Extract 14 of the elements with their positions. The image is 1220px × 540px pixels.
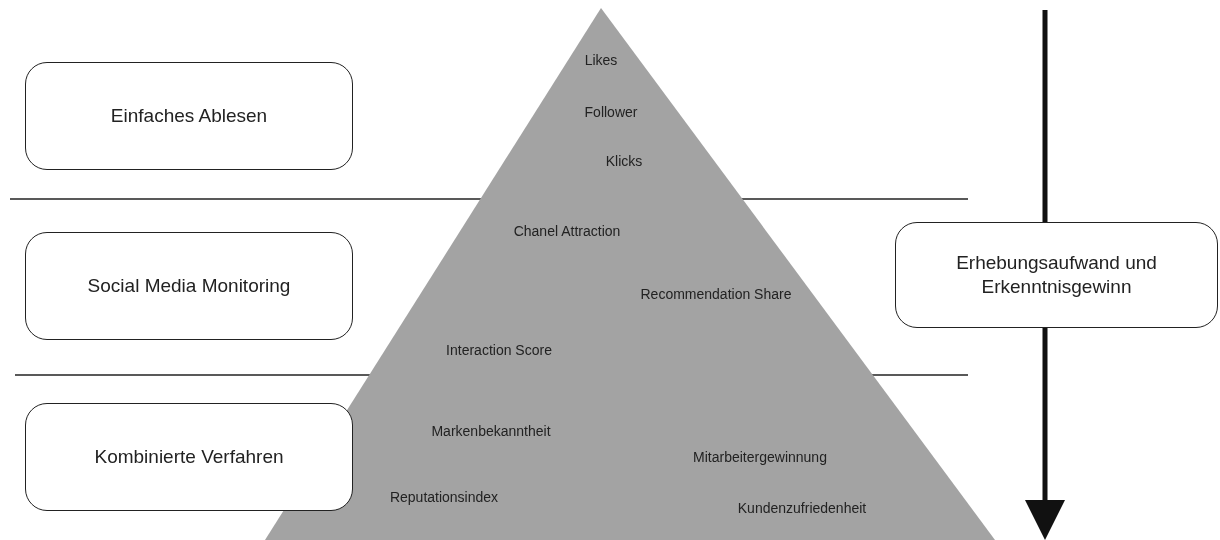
metric-label: Likes	[584, 52, 618, 68]
metric-label: Chanel Attraction	[513, 223, 621, 239]
metric-label: Reputationsindex	[389, 489, 499, 505]
level-box: Einfaches Ablesen	[25, 62, 353, 170]
level-box: Kombinierte Verfahren	[25, 403, 353, 511]
metric-label: Follower	[584, 104, 638, 120]
metric-label: Kundenzufriedenheit	[737, 500, 867, 516]
label-box: Erhebungsaufwand und Erkenntnisgewinn	[895, 222, 1218, 328]
metric-label: Markenbekanntheit	[431, 423, 551, 439]
metric-label: Klicks	[605, 153, 643, 169]
metric-label: Mitarbeitergewinnung	[693, 449, 827, 465]
level-box: Social Media Monitoring	[25, 232, 353, 340]
metric-label: Interaction Score	[446, 342, 552, 358]
metric-label: Recommendation Share	[640, 286, 792, 302]
